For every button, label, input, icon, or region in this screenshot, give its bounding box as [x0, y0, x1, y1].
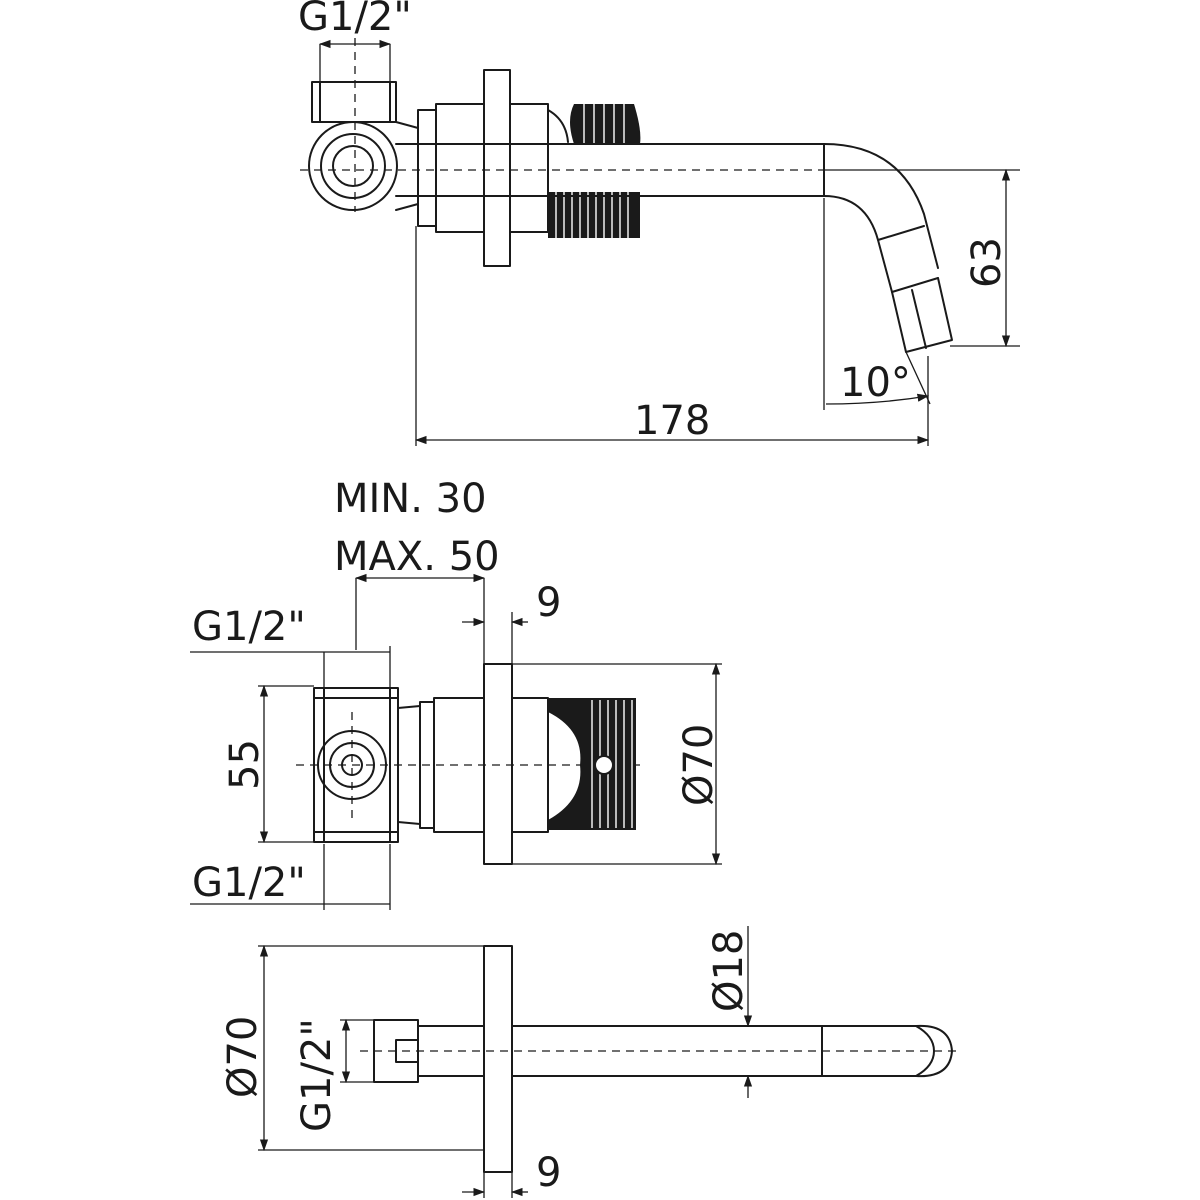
spout-tube-diameter-label: Ø18 — [706, 930, 752, 1012]
spout-tube — [360, 1024, 960, 1078]
top-length-dimension: 178 — [414, 226, 930, 446]
side-handle — [511, 697, 636, 833]
side-diameter-label: Ø70 — [676, 724, 722, 806]
spout-diameter-label: Ø70 — [220, 1016, 266, 1098]
side-max-label: MAX. 50 — [334, 534, 500, 580]
side-height-dimension: 55 — [222, 684, 314, 844]
side-height-label: 55 — [222, 739, 268, 790]
top-handle — [548, 104, 641, 238]
side-upper-thread-dimension: G1/2" — [190, 604, 391, 690]
top-height-dimension: 63 — [826, 168, 1020, 348]
side-thickness-label: 9 — [536, 580, 561, 626]
top-rosette — [483, 69, 511, 267]
top-thread-dimension: G1/2" — [298, 0, 412, 212]
top-length-label: 178 — [634, 398, 710, 444]
spout-thread-label: G1/2" — [294, 1018, 340, 1132]
top-connection-elbow — [308, 81, 419, 211]
side-valve-body — [296, 687, 640, 843]
side-lower-thread-label: G1/2" — [192, 860, 306, 906]
top-view: G1/2" — [298, 0, 1020, 446]
top-valve-body — [417, 69, 569, 267]
spout-tube-diameter-dimension: Ø18 — [706, 926, 760, 1098]
side-rosette — [483, 663, 513, 865]
side-rosette-thickness-dimension: 9 — [462, 580, 561, 664]
spout-thickness-label: 9 — [536, 1150, 561, 1196]
side-rosette-diameter-dimension: Ø70 — [512, 662, 722, 866]
spout-view: Ø70 G1/2" Ø18 — [220, 926, 960, 1198]
side-upper-thread-label: G1/2" — [192, 604, 306, 650]
top-angle-label: 10° — [840, 360, 911, 406]
top-spout — [300, 143, 953, 353]
side-view: MIN. 30 MAX. 50 9 G1/2" G1/2" — [190, 476, 722, 910]
top-thread-label: G1/2" — [298, 0, 412, 40]
spout-rosette-thickness-dimension: 9 — [462, 1150, 561, 1198]
spout-rosette-diameter-dimension: Ø70 — [220, 944, 484, 1152]
spout-thread-dimension: G1/2" — [294, 1018, 374, 1132]
side-lower-thread-dimension: G1/2" — [190, 844, 391, 910]
side-wall-depth-dimension — [354, 573, 486, 664]
top-height-label: 63 — [964, 237, 1010, 288]
side-min-label: MIN. 30 — [334, 476, 487, 522]
spout-rosette — [483, 945, 513, 1173]
top-angle-dimension: 10° — [823, 198, 931, 410]
